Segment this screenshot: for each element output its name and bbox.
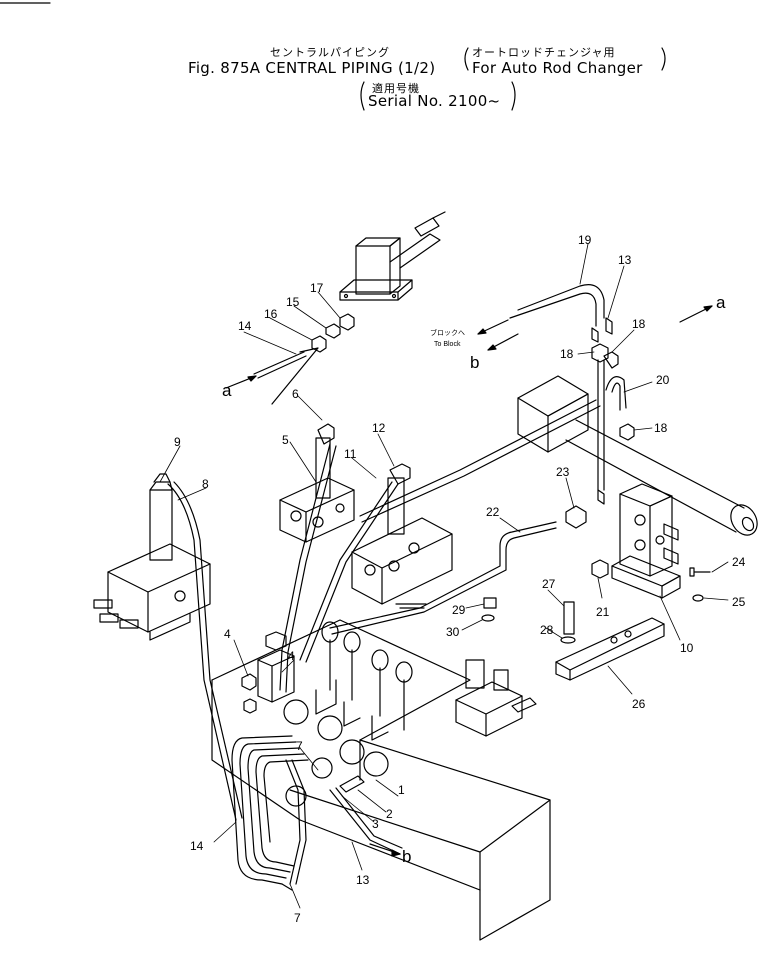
pipe-bundle-7 (231, 735, 309, 891)
callout-6: 6 (292, 387, 299, 401)
callout-labels: 1 2 3 4 4 5 6 7 7 8 9 10 11 12 13 13 14 … (174, 233, 746, 925)
pipe-8 (167, 483, 237, 821)
callout-4: 4 (224, 627, 231, 641)
callout-16: 16 (264, 307, 278, 321)
callout-21: 21 (596, 605, 610, 619)
pipe-14 (253, 351, 305, 375)
application-label: For Auto Rod Changer (472, 59, 643, 77)
oring-30 (481, 614, 495, 622)
callout-14: 14 (238, 319, 252, 333)
callout-15: 15 (286, 295, 300, 309)
figure-title: Fig. 875A CENTRAL PIPING (1/2) (188, 59, 436, 77)
callout-12: 12 (372, 421, 386, 435)
callout-25: 25 (732, 595, 746, 609)
control-levers (315, 621, 413, 741)
arrow-label-b-upper: b (470, 353, 479, 372)
callout-17: 17 (310, 281, 324, 295)
callout-23: 23 (556, 465, 570, 479)
application-japanese: オートロッドチェンジャ用 (472, 46, 616, 59)
callout-19: 19 (578, 233, 592, 247)
callout-24: 24 (732, 555, 746, 569)
pipe-13-lower (329, 789, 401, 855)
title-bracket (511, 81, 516, 111)
arrow-label-b-lower: b (402, 847, 411, 866)
fitting-18 (619, 423, 635, 441)
fitting-18 (591, 343, 609, 363)
title-bracket (360, 81, 365, 111)
control-valve-8 (93, 473, 211, 641)
callout-10: 10 (680, 641, 694, 655)
pipe-22 (329, 521, 557, 629)
pipe-13-fitting (605, 317, 613, 335)
bolt-27 (563, 601, 575, 635)
valve-block-10 (611, 483, 681, 599)
title-bracket (661, 47, 666, 71)
pipe-19-fitting (591, 327, 599, 343)
cylinder-assembly (517, 375, 758, 536)
serial-japanese: 適用号機 (372, 82, 420, 95)
arrow-label-a-right: a (716, 293, 726, 312)
callout-7: 7 (296, 739, 303, 753)
washer-28 (560, 636, 576, 644)
pipe-20 (605, 376, 627, 409)
console-base (211, 619, 551, 941)
callout-1: 1 (398, 783, 405, 797)
title-bracket (464, 47, 469, 71)
callout-26: 26 (632, 697, 646, 711)
serial-label: Serial No. 2100~ (368, 92, 501, 110)
small-valve-assembly (455, 659, 537, 737)
pipe-11 (359, 399, 597, 517)
elbow-23 (565, 505, 587, 529)
callout-3: 3 (372, 817, 379, 831)
pipe-19 (509, 284, 605, 327)
callout-7b: 7 (294, 911, 301, 925)
callout-20: 20 (656, 373, 670, 387)
plug-29 (483, 597, 497, 609)
washer-25 (692, 594, 704, 602)
bolt-24 (689, 567, 711, 577)
callout-11: 11 (344, 447, 357, 461)
callout-5: 5 (282, 433, 289, 447)
fitting-15 (325, 323, 341, 339)
callout-13: 13 (618, 253, 632, 267)
callout-8: 8 (202, 477, 209, 491)
block-note-japanese: ブロックへ (430, 328, 465, 337)
callout-2: 2 (386, 807, 393, 821)
pilot-valve (339, 211, 446, 301)
pipe-12-line (299, 481, 393, 661)
fitting-16 (311, 335, 327, 353)
fitting-17 (339, 313, 355, 331)
control-valve-5 (279, 423, 355, 543)
callout-29: 29 (452, 603, 466, 617)
callout-14b: 14 (190, 839, 204, 853)
callout-18: 18 (632, 317, 646, 331)
block-note: To Block (434, 341, 461, 348)
fitting-21 (591, 559, 609, 579)
fitting-21-top (597, 489, 605, 505)
callout-22: 22 (486, 505, 500, 519)
callout-27: 27 (542, 577, 556, 591)
center-valve-4 (241, 631, 295, 714)
fitting-18 (603, 351, 619, 369)
arrow-label-a-left: a (222, 381, 232, 400)
callout-9: 9 (174, 435, 181, 449)
callout-30: 30 (446, 625, 460, 639)
gauges (283, 699, 389, 807)
figure-title-japanese: セントラルパイピング (270, 46, 390, 59)
callout-18b: 18 (560, 347, 574, 361)
callout-4b: 4 (288, 649, 295, 663)
leader-lines (159, 243, 729, 909)
control-valve-12 (351, 463, 453, 609)
callout-13b: 13 (356, 873, 370, 887)
pipe-5-line (279, 443, 331, 691)
callout-28: 28 (540, 623, 554, 637)
callout-18c: 18 (654, 421, 668, 435)
